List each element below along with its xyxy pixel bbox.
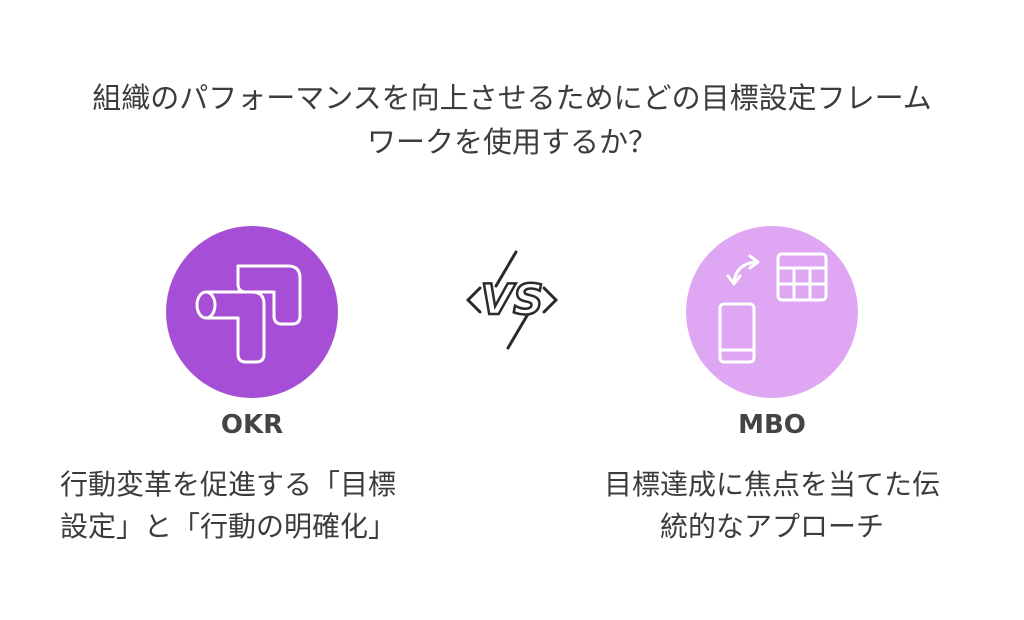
question-title: 組織のパフォーマンスを向上させるためにどの目標設定フレーム ワークを使用するか？ bbox=[0, 76, 1024, 164]
pipe-path-icon bbox=[195, 264, 302, 364]
mbo-title: MBO bbox=[738, 410, 806, 440]
okr-desc-line-1: 行動変革を促進する「目標 bbox=[60, 468, 397, 501]
question-line-2: ワークを使用するか？ bbox=[366, 125, 657, 159]
mbo-desc-line-2: 統的なアプローチ bbox=[659, 510, 884, 543]
question-line-1: 組織のパフォーマンスを向上させるためにどの目標設定フレーム bbox=[92, 81, 932, 115]
vs-lightning-icon: VS bbox=[466, 250, 558, 350]
okr-description: 行動変革を促進する「目標 設定」と「行動の明確化」 bbox=[60, 464, 450, 548]
mbo-circle bbox=[686, 226, 858, 398]
okr-circle bbox=[166, 226, 338, 398]
okr-title: OKR bbox=[220, 410, 284, 440]
mbo-desc-line-1: 目標達成に焦点を当てた伝 bbox=[603, 468, 940, 501]
okr-desc-line-2: 設定」と「行動の明確化」 bbox=[60, 510, 397, 543]
mbo-description: 目標達成に焦点を当てた伝 統的なアプローチ bbox=[562, 464, 982, 548]
device-table-sync-icon bbox=[718, 252, 828, 364]
vs-label: VS bbox=[481, 275, 544, 324]
